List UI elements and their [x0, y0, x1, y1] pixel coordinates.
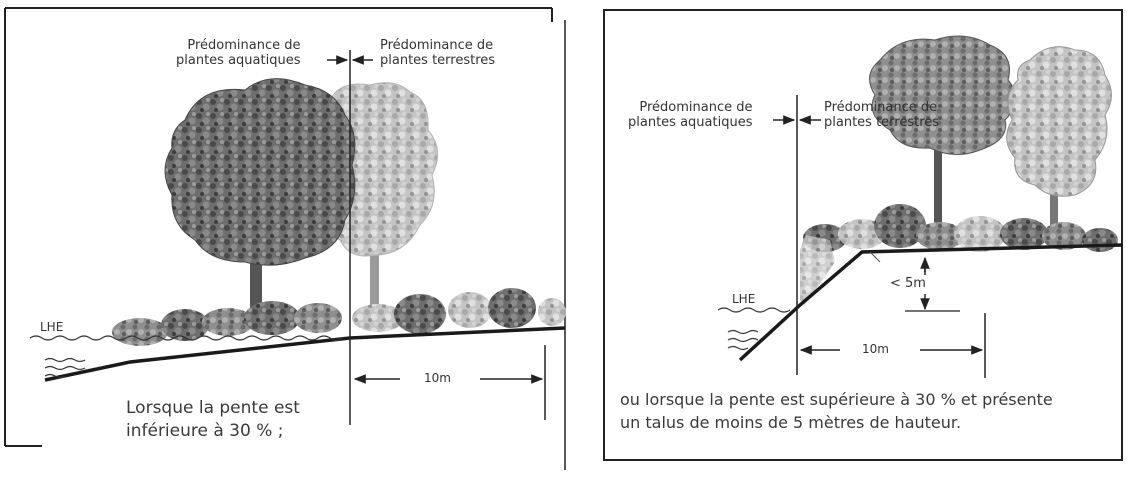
right-label-terrestrial: Prédominance de plantes terrestres [824, 100, 940, 130]
right-frame [603, 9, 1123, 461]
left-caption: Lorsque la pente est inférieure à 30 % ; [126, 398, 300, 441]
right-bank-crest [869, 251, 881, 263]
right-tall-tree-dark [869, 35, 1017, 250]
left-label-terrestrial: Prédominance de plantes terrestres [380, 38, 496, 68]
left-shrub-row [112, 288, 566, 346]
right-bank-profile [738, 243, 1123, 362]
right-water-label: LHE [732, 292, 756, 306]
left-ground-slope [44, 326, 566, 382]
right-distance-label: 10m [862, 342, 889, 356]
right-panel [603, 9, 1123, 461]
right-caption: ou lorsque la pente est supérieure à 30 … [620, 390, 1053, 432]
aquatic-zone-tree-dark [164, 78, 356, 320]
left-distance-label: 10m [424, 371, 451, 385]
left-label-aquatic: Prédominance de plantes aquatiques [176, 38, 301, 68]
right-water-surface [717, 307, 791, 351]
right-shrub-row [800, 204, 1118, 305]
left-panel [4, 7, 566, 470]
right-tall-tree-light [1006, 46, 1112, 245]
left-water-label: LHE [40, 320, 64, 334]
right-height-label: < 5m [890, 276, 926, 291]
right-label-aquatic: Prédominance de plantes aquatiques [628, 100, 753, 130]
left-water-surface [29, 335, 343, 379]
